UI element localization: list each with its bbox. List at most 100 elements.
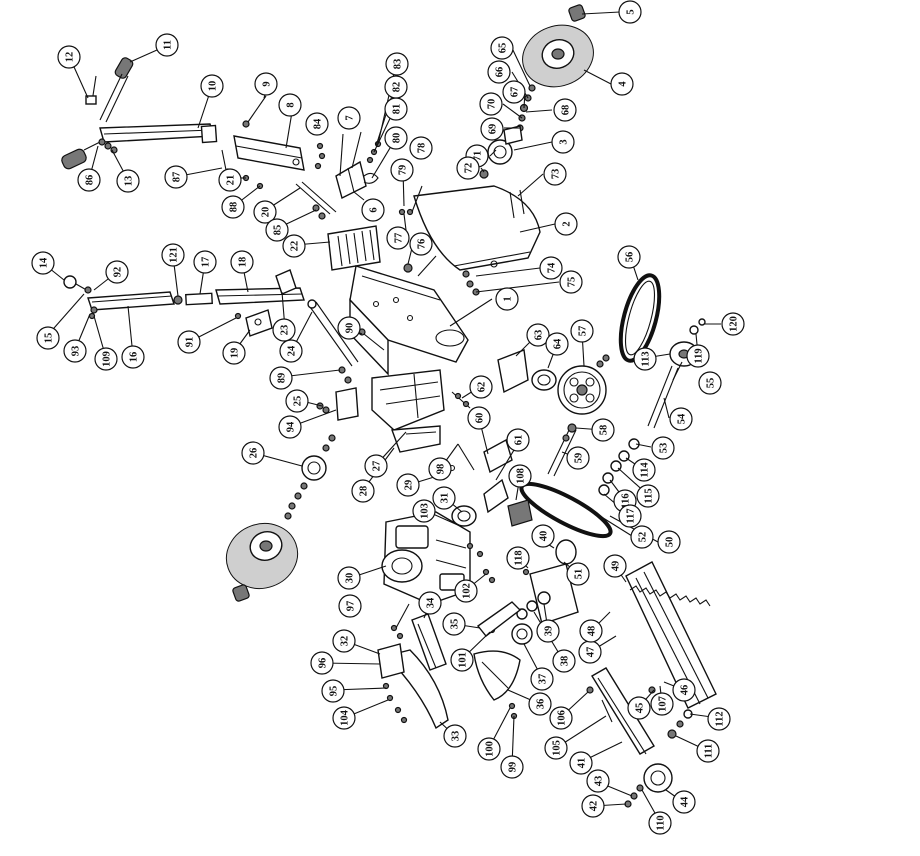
callout-9-label: 9 bbox=[262, 81, 273, 86]
callout-114-label: 114 bbox=[640, 462, 651, 478]
callout-26: 26 bbox=[241, 441, 265, 465]
callout-25-label: 25 bbox=[293, 396, 304, 407]
callout-12-label: 12 bbox=[65, 52, 76, 63]
callout-57: 57 bbox=[570, 319, 594, 343]
callout-64-label: 64 bbox=[553, 338, 564, 349]
callout-103: 103 bbox=[412, 499, 436, 523]
callout-33-label: 33 bbox=[451, 731, 462, 742]
callout-61-label: 61 bbox=[514, 435, 525, 446]
callout-27: 27 bbox=[364, 454, 388, 478]
callout-13-label: 13 bbox=[124, 176, 135, 187]
callout-97: 97 bbox=[338, 594, 362, 618]
chain-guard bbox=[476, 601, 522, 637]
callout-67-label: 67 bbox=[510, 87, 521, 98]
callout-91-label: 91 bbox=[185, 337, 196, 348]
upper-drive-belt bbox=[618, 273, 662, 363]
callout-81-label: 81 bbox=[392, 104, 403, 115]
callout-47: 47 bbox=[578, 640, 602, 664]
callout-112: 112 bbox=[707, 707, 731, 731]
skid-bracket bbox=[377, 624, 408, 724]
callout-53-label: 53 bbox=[659, 443, 670, 454]
callout-3-label: 3 bbox=[559, 139, 570, 144]
callout-11-label: 11 bbox=[163, 40, 174, 50]
callout-76-label: 76 bbox=[417, 239, 428, 250]
callout-30-label: 30 bbox=[345, 573, 356, 584]
callout-41-label: 41 bbox=[577, 758, 588, 769]
callout-101: 101 bbox=[450, 648, 474, 672]
tension-linkage bbox=[335, 140, 382, 200]
callout-11: 11 bbox=[155, 33, 179, 57]
callout-113-label: 113 bbox=[641, 351, 652, 366]
callout-22-label: 22 bbox=[290, 241, 301, 252]
callout-23-label: 23 bbox=[280, 325, 291, 336]
wheel-left bbox=[225, 523, 299, 602]
callout-84-label: 84 bbox=[313, 118, 324, 129]
callout-89-label: 89 bbox=[277, 373, 288, 384]
clutch-lever bbox=[295, 181, 337, 220]
wheel-right bbox=[522, 4, 594, 88]
callout-121: 121 bbox=[161, 243, 185, 267]
callout-109-label: 109 bbox=[102, 351, 113, 367]
callout-13: 13 bbox=[116, 169, 140, 193]
callout-35: 35 bbox=[442, 612, 466, 636]
callout-110: 110 bbox=[648, 811, 672, 835]
callout-72: 72 bbox=[456, 156, 480, 180]
callout-38: 38 bbox=[552, 649, 576, 673]
slotted-guard bbox=[327, 225, 381, 271]
callout-87-label: 87 bbox=[172, 172, 183, 183]
callout-48-label: 48 bbox=[587, 626, 598, 637]
callout-96: 96 bbox=[310, 651, 334, 675]
callout-73-label: 73 bbox=[551, 169, 562, 180]
part-drawings bbox=[61, 4, 717, 808]
callout-75: 75 bbox=[559, 270, 583, 294]
callout-21-label: 21 bbox=[226, 175, 237, 186]
control-cable bbox=[242, 95, 267, 128]
callout-41: 41 bbox=[569, 751, 593, 775]
callout-67: 67 bbox=[502, 80, 526, 104]
callout-7: 7 bbox=[337, 106, 361, 130]
callout-50-label: 50 bbox=[665, 537, 676, 548]
callout-53: 53 bbox=[651, 436, 675, 460]
callout-98: 98 bbox=[428, 457, 452, 481]
callout-32-label: 32 bbox=[340, 636, 351, 647]
callout-8-label: 8 bbox=[286, 102, 297, 107]
callout-80-label: 80 bbox=[392, 133, 403, 144]
callout-88-label: 88 bbox=[229, 202, 240, 213]
callout-77: 77 bbox=[386, 226, 410, 250]
callout-108-label: 108 bbox=[516, 468, 527, 484]
callout-45: 45 bbox=[627, 696, 651, 720]
callout-104-label: 104 bbox=[340, 709, 351, 726]
callout-20: 20 bbox=[253, 200, 277, 224]
callout-97-label: 97 bbox=[346, 601, 357, 612]
callout-86-label: 86 bbox=[85, 175, 96, 186]
callout-89: 89 bbox=[269, 366, 293, 390]
callout-54-label: 54 bbox=[677, 413, 688, 424]
callout-40-label: 40 bbox=[539, 531, 550, 542]
callout-105-label: 105 bbox=[552, 740, 563, 756]
callout-92: 92 bbox=[105, 260, 129, 284]
callout-87: 87 bbox=[164, 165, 188, 189]
main-frame bbox=[349, 265, 469, 376]
frame-lower bbox=[371, 369, 445, 431]
callout-58: 58 bbox=[591, 418, 615, 442]
callout-5-label: 5 bbox=[626, 9, 637, 14]
callout-47-label: 47 bbox=[586, 647, 597, 658]
callout-36-label: 36 bbox=[536, 699, 547, 710]
gearbox bbox=[511, 539, 579, 645]
upper-bracket bbox=[233, 135, 305, 171]
callout-48: 48 bbox=[579, 619, 603, 643]
callout-68: 68 bbox=[553, 98, 577, 122]
callout-54: 54 bbox=[669, 407, 693, 431]
callout-82-label: 82 bbox=[392, 82, 403, 93]
callout-52-label: 52 bbox=[638, 532, 649, 543]
callout-99: 99 bbox=[500, 755, 524, 779]
callout-42: 42 bbox=[581, 794, 605, 818]
callout-40: 40 bbox=[531, 524, 555, 548]
callout-115-label: 115 bbox=[644, 488, 655, 503]
belt-guard-brackets bbox=[440, 438, 533, 527]
engine-bracket bbox=[411, 613, 447, 671]
engine-pulley bbox=[451, 505, 477, 527]
callout-88: 88 bbox=[221, 195, 245, 219]
callout-109: 109 bbox=[94, 347, 118, 371]
